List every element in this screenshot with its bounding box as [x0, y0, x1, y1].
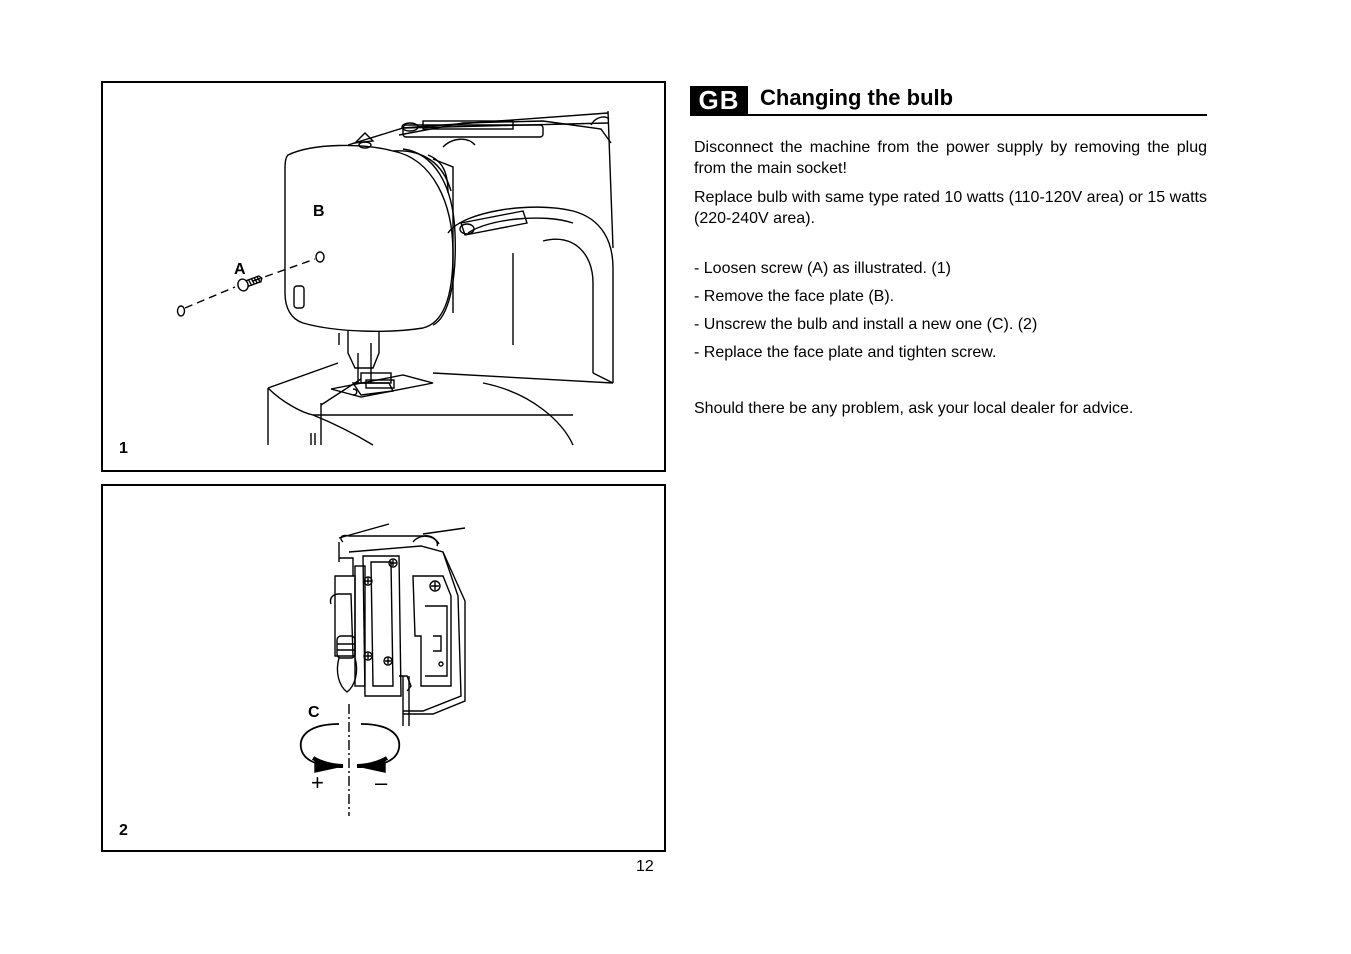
advice-text: Should there be any problem, ask your lo… — [694, 400, 1134, 417]
figure-number: 2 — [119, 822, 128, 839]
minus-sign: – — [375, 770, 388, 795]
page-number: 12 — [636, 858, 654, 875]
section-header: GB Changing the bulb — [690, 84, 1207, 116]
label-b: B — [313, 203, 325, 220]
label-a: A — [234, 261, 246, 278]
plus-sign: + — [311, 770, 324, 795]
list-item: - Unscrew the bulb and install a new one… — [694, 316, 1038, 333]
intro-paragraph: Disconnect the machine from the power su… — [694, 139, 1207, 177]
bulb-socket-illustration — [299, 523, 466, 816]
sewing-machine-face-plate-illustration — [176, 110, 614, 446]
figure-1-face-plate: A B 1 — [101, 81, 666, 472]
figure-2-bulb: C + – 2 — [101, 484, 666, 852]
intro-paragraph: Replace bulb with same type rated 10 wat… — [694, 189, 1207, 227]
list-item: - Loosen screw (A) as illustrated. (1) — [694, 260, 951, 277]
figure-number: 1 — [119, 440, 128, 457]
label-c: C — [308, 704, 320, 721]
language-badge: GB — [690, 86, 748, 114]
page-title: Changing the bulb — [760, 85, 954, 110]
list-item: - Replace the face plate and tighten scr… — [694, 344, 997, 361]
list-item: - Remove the face plate (B). — [694, 288, 895, 305]
